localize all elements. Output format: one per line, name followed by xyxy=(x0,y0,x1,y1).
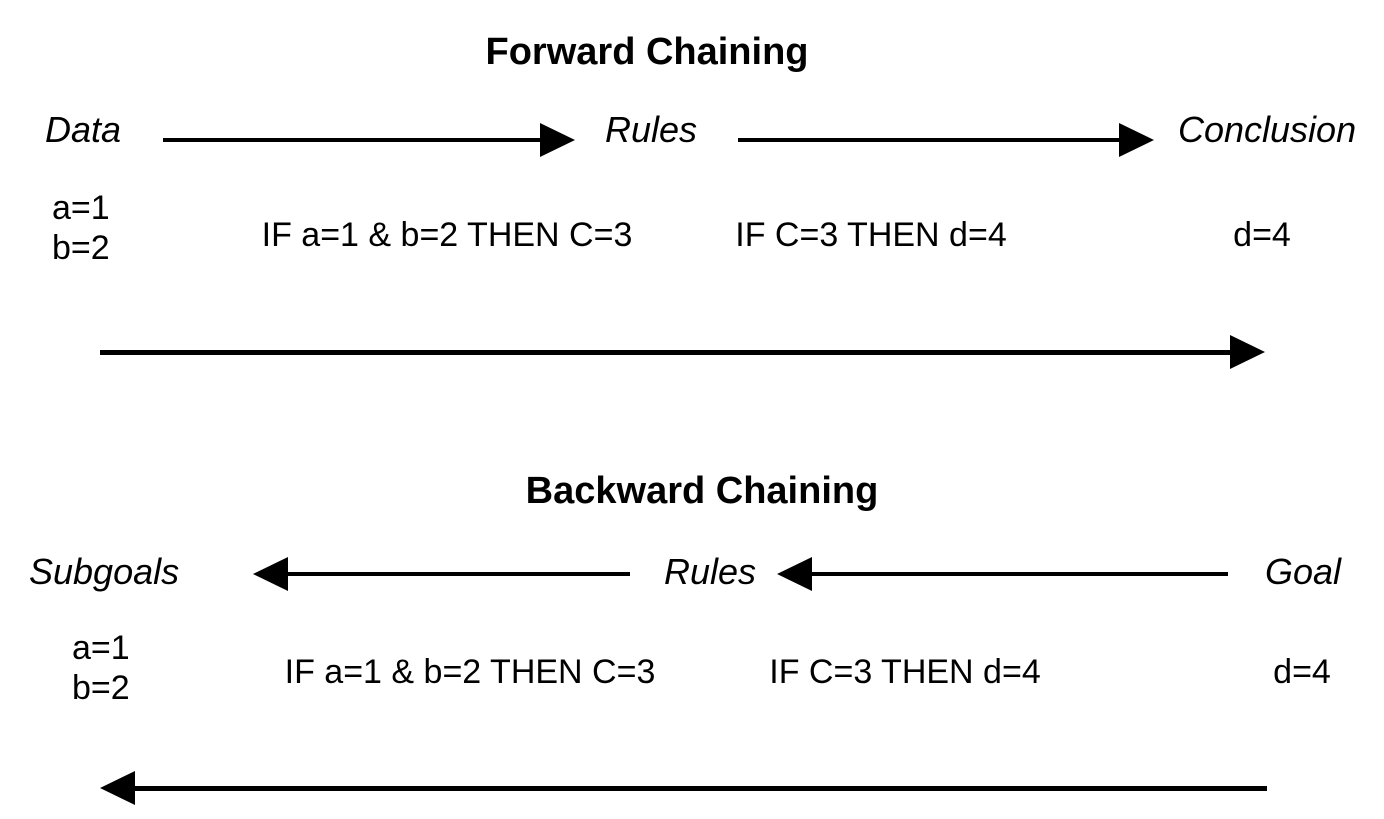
backward-facts-list: a=1 b=2 xyxy=(72,628,130,708)
forward-middle-node-label: Rules xyxy=(604,109,698,150)
backward-rule-1: IF a=1 & b=2 THEN C=3 xyxy=(284,653,656,691)
arrow-shaft xyxy=(283,572,630,576)
forward-facts-list: a=1 b=2 xyxy=(52,188,110,268)
arrowhead-right-icon xyxy=(1230,335,1265,369)
arrow-shaft xyxy=(100,349,1235,355)
forward-result-value: d=4 xyxy=(1233,216,1291,254)
arrowhead-right-icon xyxy=(1119,123,1154,157)
arrow-shaft xyxy=(163,138,545,142)
backward-rule-2: IF C=3 THEN d=4 xyxy=(769,653,1041,691)
forward-end-node-label: Conclusion xyxy=(1178,109,1357,150)
forward-rule-1: IF a=1 & b=2 THEN C=3 xyxy=(261,216,633,254)
forward-start-node-label: Data xyxy=(45,109,122,150)
backward-middle-node-label: Rules xyxy=(663,551,757,592)
arrow-shaft xyxy=(130,785,1267,791)
arrowhead-left-icon xyxy=(100,771,135,805)
backward-result-value: d=4 xyxy=(1273,653,1331,691)
backward-end-node-label: Goal xyxy=(1265,551,1342,592)
arrow-shaft xyxy=(738,138,1124,142)
forward-chaining-title: Forward Chaining xyxy=(485,31,809,73)
fact-item: a=1 xyxy=(52,189,110,227)
arrowhead-right-icon xyxy=(540,123,575,157)
forward-rule-2: IF C=3 THEN d=4 xyxy=(735,216,1007,254)
backward-start-node-label: Subgoals xyxy=(29,551,180,592)
backward-chaining-title: Backward Chaining xyxy=(525,470,879,512)
arrow-shaft xyxy=(807,572,1228,576)
fact-item: a=1 xyxy=(72,629,130,667)
fact-item: b=2 xyxy=(72,669,130,707)
fact-item: b=2 xyxy=(52,229,110,267)
arrowhead-left-icon xyxy=(777,557,812,591)
arrowhead-left-icon xyxy=(253,557,288,591)
